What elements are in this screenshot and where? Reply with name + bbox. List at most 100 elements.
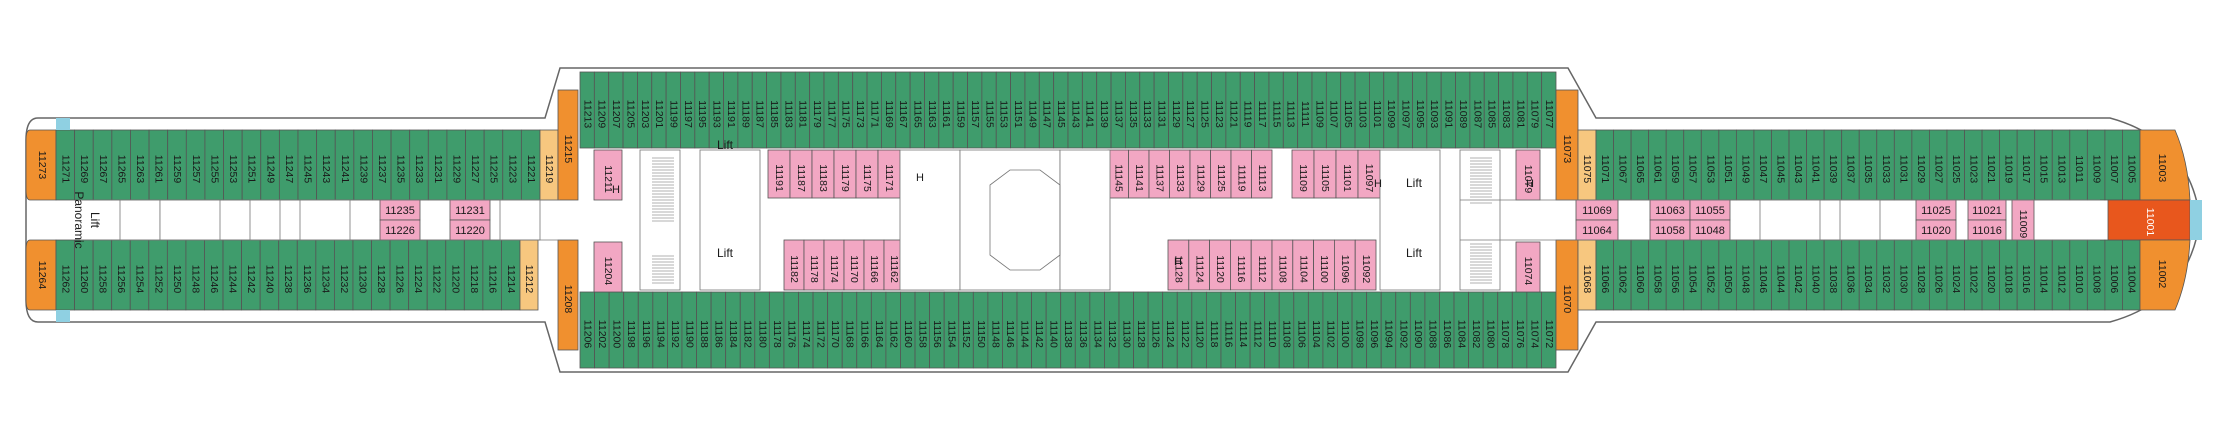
cabin-11015[interactable]: 11015 (2034, 129, 2053, 201)
cabin-11201[interactable]: 11201 (651, 71, 667, 149)
cabin-11018[interactable]: 11018 (1999, 239, 2018, 311)
cabin-11185[interactable]: 11185 (766, 71, 782, 149)
cabin-11213[interactable]: 11213 (579, 71, 595, 149)
inside-cabin-11064[interactable]: 11064 (1575, 219, 1619, 241)
suite-11273[interactable]: 11273 (25, 129, 57, 201)
cabin-11214[interactable]: 11214 (501, 239, 521, 311)
suite-11002[interactable]: 11002 (2139, 239, 2191, 311)
cabin-11232[interactable]: 11232 (333, 239, 354, 311)
cabin-11039[interactable]: 11039 (1823, 129, 1843, 201)
cabin-11139[interactable]: 11139 (1096, 71, 1112, 149)
cabin-11243[interactable]: 11243 (316, 129, 336, 201)
suite-11003[interactable]: 11003 (2139, 129, 2191, 201)
cabin-11147[interactable]: 11147 (1038, 71, 1055, 149)
suite-11208[interactable]: 11208 (557, 239, 579, 351)
cabin-11142[interactable]: 11142 (1031, 291, 1047, 369)
cabin-11238[interactable]: 11238 (278, 239, 298, 311)
cabin-11005[interactable]: 11005 (2122, 129, 2141, 201)
cabin-11013[interactable]: 11013 (2051, 129, 2071, 201)
cabin-11038[interactable]: 11038 (1823, 239, 1843, 311)
cabin-11010[interactable]: 11010 (2069, 239, 2088, 311)
inside-cabin-11183[interactable]: 11183 (811, 149, 835, 199)
cabin-11093[interactable]: 11093 (1426, 71, 1442, 149)
cabin-11057[interactable]: 11057 (1683, 129, 1702, 201)
cabin-11162[interactable]: 11162 (885, 291, 901, 369)
cabin-11119[interactable]: 11119 (1239, 71, 1255, 149)
cabin-11227[interactable]: 11227 (465, 129, 485, 201)
cabin-11144[interactable]: 11144 (1016, 291, 1032, 369)
cabin-11065[interactable]: 11065 (1630, 129, 1650, 201)
cabin-11194[interactable]: 11194 (652, 291, 668, 369)
cabin-11131[interactable]: 11131 (1153, 71, 1169, 149)
cabin-11113[interactable]: 11113 (1282, 71, 1299, 149)
cabin-11087[interactable]: 11087 (1469, 71, 1485, 149)
cabin-11187[interactable]: 11187 (751, 71, 767, 149)
cabin-11265[interactable]: 11265 (111, 129, 131, 201)
cabin-11135[interactable]: 11135 (1125, 71, 1141, 149)
cabin-11046[interactable]: 11046 (1753, 239, 1772, 311)
cabin-11014[interactable]: 11014 (2034, 239, 2053, 311)
cabin-11023[interactable]: 11023 (1964, 129, 1983, 201)
inside-cabin-11120[interactable]: 11120 (1209, 239, 1231, 291)
cabin-11218[interactable]: 11218 (463, 239, 484, 311)
cabin-11192[interactable]: 11192 (667, 291, 683, 369)
inside-cabin-11220[interactable]: 11220 (449, 219, 491, 241)
cabin-11094[interactable]: 11094 (1380, 291, 1397, 369)
cabin-11252[interactable]: 11252 (148, 239, 168, 311)
cabin-11156[interactable]: 11156 (929, 291, 945, 369)
cabin-11158[interactable]: 11158 (914, 291, 931, 369)
cabin-11092[interactable]: 11092 (1395, 291, 1411, 369)
cabin-11202[interactable]: 11202 (594, 291, 610, 369)
cabin-11195[interactable]: 11195 (694, 71, 710, 149)
cabin-11031[interactable]: 11031 (1893, 129, 1913, 201)
cabin-11236[interactable]: 11236 (296, 239, 317, 311)
cabin-11082[interactable]: 11082 (1468, 291, 1484, 369)
inside-cabin-11137[interactable]: 11137 (1148, 149, 1170, 199)
cabin-11220[interactable]: 11220 (445, 239, 465, 311)
cabin-11105[interactable]: 11105 (1340, 71, 1356, 149)
cabin-11247[interactable]: 11247 (278, 129, 299, 201)
cabin-11203[interactable]: 11203 (637, 71, 653, 149)
inside-cabin-11009[interactable]: 11009 (2011, 199, 2035, 241)
cabin-11016[interactable]: 11016 (2016, 239, 2036, 311)
cabin-11096[interactable]: 11096 (1366, 291, 1382, 369)
cabin-11047[interactable]: 11047 (1753, 129, 1772, 201)
inside-cabin-11226[interactable]: 11226 (379, 219, 421, 241)
cabin-11175[interactable]: 11175 (837, 71, 854, 149)
inside-cabin-11162[interactable]: 11162 (883, 239, 905, 291)
inside-cabin-11109[interactable]: 11109 (1291, 149, 1315, 199)
cabin-11028[interactable]: 11028 (1911, 239, 1930, 311)
cabin-11056[interactable]: 11056 (1665, 239, 1685, 311)
cabin-11157[interactable]: 11157 (967, 71, 983, 149)
cabin-11197[interactable]: 11197 (680, 71, 696, 149)
cabin-11193[interactable]: 11193 (708, 71, 724, 149)
cabin-11066[interactable]: 11066 (1595, 239, 1614, 311)
cabin-11030[interactable]: 11030 (1893, 239, 1913, 311)
cabin-11226[interactable]: 11226 (389, 239, 410, 311)
cabin-11061[interactable]: 11061 (1648, 129, 1667, 201)
cabin-11107[interactable]: 11107 (1325, 71, 1342, 149)
cabin-11027[interactable]: 11027 (1929, 129, 1948, 201)
cabin-11229[interactable]: 11229 (446, 129, 466, 201)
cabin-11216[interactable]: 11216 (482, 239, 502, 311)
cabin-11250[interactable]: 11250 (166, 239, 187, 311)
cabin-11262[interactable]: 11262 (55, 239, 75, 311)
cabin-11111[interactable]: 11111 (1297, 71, 1313, 149)
cabin-11256[interactable]: 11256 (111, 239, 131, 311)
inside-cabin-11128[interactable]: 11128 (1167, 239, 1190, 291)
cabin-11191[interactable]: 11191 (723, 71, 739, 149)
cabin-11190[interactable]: 11190 (681, 291, 697, 369)
cabin-11122[interactable]: 11122 (1176, 291, 1193, 369)
inside-cabin-11124[interactable]: 11124 (1188, 239, 1211, 291)
cabin-11228[interactable]: 11228 (371, 239, 391, 311)
cabin-11085[interactable]: 11085 (1483, 71, 1499, 149)
cabin-11114[interactable]: 11114 (1235, 291, 1251, 369)
cabin-11086[interactable]: 11086 (1439, 291, 1455, 369)
cabin-11146[interactable]: 11146 (1002, 291, 1018, 369)
cabin-11020[interactable]: 11020 (1981, 239, 2001, 311)
cabin-11017[interactable]: 11017 (2016, 129, 2036, 201)
cabin-11081[interactable]: 11081 (1512, 71, 1528, 149)
cabin-11097[interactable]: 11097 (1397, 71, 1413, 149)
cabin-11044[interactable]: 11044 (1771, 239, 1790, 311)
inside-cabin-11097[interactable]: 11097 (1357, 149, 1381, 199)
